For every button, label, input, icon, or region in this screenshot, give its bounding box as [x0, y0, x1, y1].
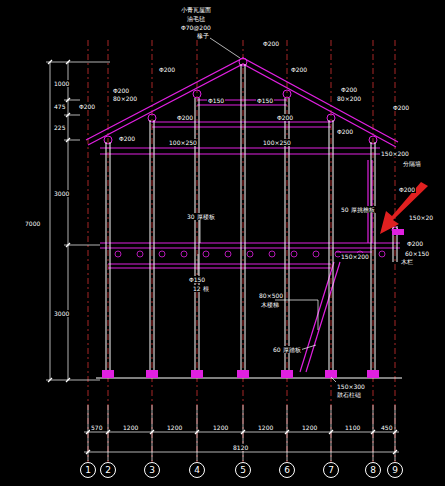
- dimension: 225: [53, 124, 66, 131]
- member-size: Φ200: [112, 87, 130, 94]
- dimension: 570: [90, 424, 103, 431]
- dimension: 3000: [53, 190, 70, 197]
- dimension: 7000: [24, 220, 41, 227]
- dimension: 8120: [232, 444, 249, 451]
- member-size: Φ200: [336, 128, 354, 135]
- member-size: Φ200: [392, 104, 410, 111]
- member-size: 分隔墙: [402, 160, 422, 167]
- axis-number: 2: [105, 466, 111, 475]
- member-size: 80×200: [112, 95, 138, 102]
- dimension: 1000: [53, 80, 70, 87]
- grid-axis-bubble: 1: [80, 462, 96, 478]
- member-size: 150×200: [340, 253, 370, 260]
- dimension: 1200: [301, 424, 318, 431]
- grid-axis-bubble: 3: [144, 462, 160, 478]
- member-size: 木楼梯: [260, 301, 280, 308]
- dimension: 3000: [53, 310, 70, 317]
- member-size: Φ150: [207, 97, 225, 104]
- member-size: 木栏: [400, 258, 414, 265]
- axis-number: 6: [284, 466, 290, 475]
- member-size: 12 根: [192, 285, 210, 292]
- member-size: Φ200: [406, 240, 424, 247]
- member-size: 50 厚挑檐板: [340, 206, 376, 213]
- member-size: Φ200: [276, 114, 294, 121]
- axis-number: 7: [328, 466, 334, 475]
- member-size: 150×20: [408, 214, 434, 221]
- dimension: 475: [53, 103, 66, 110]
- member-size: 30 厚楼板: [186, 213, 216, 220]
- material-note: 小青瓦屋面: [180, 6, 212, 13]
- member-size: 150×200: [380, 150, 410, 157]
- member-size: Φ200: [118, 135, 136, 142]
- axis-number: 1: [85, 466, 91, 475]
- axis-number: 4: [194, 466, 200, 475]
- member-size: 150×300: [336, 383, 366, 390]
- axis-number: 5: [240, 466, 246, 475]
- member-size: 80×500: [258, 292, 284, 299]
- material-note: Φ70@200: [180, 24, 212, 31]
- grid-axis-bubble: 5: [235, 462, 251, 478]
- dimension: 1100: [344, 424, 361, 431]
- dimension: 450: [380, 424, 393, 431]
- member-size: Φ150: [188, 276, 206, 283]
- grid-axis-bubble: 4: [189, 462, 205, 478]
- member-size: Φ200: [158, 66, 176, 73]
- member-size: Φ200: [340, 86, 358, 93]
- member-size: Φ150: [256, 97, 274, 104]
- material-note: 椽子: [196, 32, 210, 39]
- member-size: Φ200: [78, 103, 96, 110]
- dimension: 1200: [122, 424, 139, 431]
- material-note: 油毛毡: [186, 15, 206, 22]
- member-size: 100×250: [262, 139, 292, 146]
- member-size: 60×150: [404, 250, 430, 257]
- axis-number: 8: [370, 466, 376, 475]
- member-size: Φ200: [398, 186, 416, 193]
- axis-number: 9: [392, 466, 398, 475]
- dimension: 1200: [257, 424, 274, 431]
- grid-axis-bubble: 9: [387, 462, 403, 478]
- member-size: 60 厚踏板: [272, 346, 302, 353]
- grid-axis-bubble: 2: [100, 462, 116, 478]
- grid-axis-bubble: 6: [279, 462, 295, 478]
- grid-axis-bubble: 7: [323, 462, 339, 478]
- member-size: 80×200: [336, 95, 362, 102]
- member-size: Φ200: [176, 114, 194, 121]
- axis-number: 3: [149, 466, 155, 475]
- grid-axis-bubble: 8: [365, 462, 381, 478]
- member-size: Φ200: [262, 40, 280, 47]
- member-size: 鼓石柱础: [336, 391, 362, 398]
- member-size: Φ200: [290, 66, 308, 73]
- dimension: 1200: [212, 424, 229, 431]
- dimension: 1200: [166, 424, 183, 431]
- member-size: 100×250: [168, 139, 198, 146]
